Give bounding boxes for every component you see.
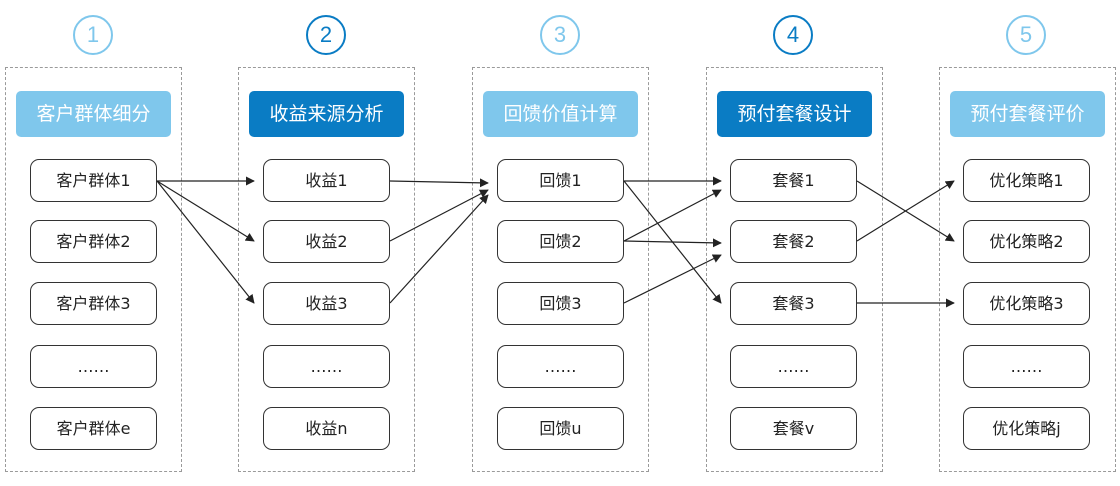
node-customer-group-2: 客户群体2 <box>30 220 157 263</box>
node-revenue-1: 收益1 <box>263 159 390 202</box>
step-number-3: 3 <box>540 15 580 55</box>
node-package-3: 套餐3 <box>730 282 857 325</box>
node-ellipsis-2: …… <box>263 345 390 388</box>
node-customer-group-3: 客户群体3 <box>30 282 157 325</box>
arrow-group1-revenue2 <box>156 180 255 242</box>
node-ellipsis-1: …… <box>30 345 157 388</box>
column-1-title: 客户群体细分 <box>16 91 171 137</box>
step-number-2: 2 <box>306 15 346 55</box>
step-number-5: 5 <box>1006 15 1046 55</box>
column-3-container <box>472 67 649 472</box>
column-4-title: 预付套餐设计 <box>717 91 872 137</box>
column-2-container <box>238 67 415 472</box>
node-revenue-n: 收益n <box>263 407 390 450</box>
column-1-container <box>5 67 182 472</box>
node-ellipsis-5: …… <box>963 345 1090 388</box>
node-revenue-3: 收益3 <box>263 282 390 325</box>
column-2-title: 收益来源分析 <box>249 91 404 137</box>
arrow-feedback2-package1 <box>623 189 722 242</box>
node-strategy-2: 优化策略2 <box>963 220 1090 263</box>
node-revenue-2: 收益2 <box>263 220 390 263</box>
arrow-package2-strategy1 <box>856 180 955 242</box>
node-package-2: 套餐2 <box>730 220 857 263</box>
node-feedback-u: 回馈u <box>497 407 624 450</box>
column-3-title: 回馈价值计算 <box>483 91 638 137</box>
step-number-1: 1 <box>73 15 113 55</box>
node-package-1: 套餐1 <box>730 159 857 202</box>
node-feedback-3: 回馈3 <box>497 282 624 325</box>
column-5-title: 预付套餐评价 <box>950 91 1105 137</box>
column-5-container <box>939 67 1116 472</box>
step-number-4: 4 <box>773 15 813 55</box>
node-ellipsis-3: …… <box>497 345 624 388</box>
node-strategy-3: 优化策略3 <box>963 282 1090 325</box>
node-feedback-1: 回馈1 <box>497 159 624 202</box>
arrow-revenue3-feedback1 <box>389 194 489 304</box>
arrow-group1-revenue3 <box>156 180 255 304</box>
arrow-feedback3-package2 <box>623 254 722 304</box>
arrow-revenue2-feedback1 <box>389 189 489 242</box>
column-4-container <box>706 67 883 472</box>
node-customer-group-e: 客户群体e <box>30 407 157 450</box>
node-feedback-2: 回馈2 <box>497 220 624 263</box>
node-ellipsis-4: …… <box>730 345 857 388</box>
node-strategy-j: 优化策略j <box>963 407 1090 450</box>
node-customer-group-1: 客户群体1 <box>30 159 157 202</box>
arrow-feedback2-package2 <box>623 238 722 248</box>
node-package-v: 套餐v <box>730 407 857 450</box>
node-strategy-1: 优化策略1 <box>963 159 1090 202</box>
arrow-revenue1-feedback1 <box>389 178 489 188</box>
